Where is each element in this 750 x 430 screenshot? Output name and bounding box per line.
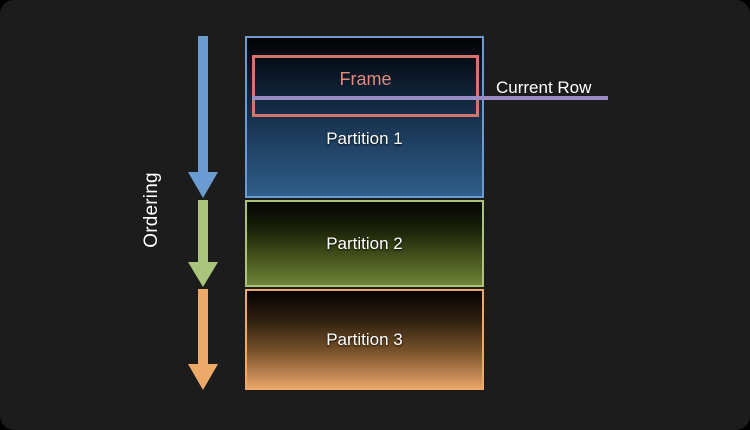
arrow-shaft: [198, 36, 208, 174]
ordering-arrow-orange-icon: [188, 289, 218, 390]
ordering-arrow-green-icon: [188, 200, 218, 287]
partition-1-box: Partition 1: [245, 36, 484, 198]
arrow-head: [188, 364, 218, 390]
frame-label: Frame: [339, 69, 392, 89]
arrow-shaft: [198, 200, 208, 264]
partition-2-box: Partition 2: [245, 200, 484, 287]
arrow-head: [188, 262, 218, 287]
partition-3-box: Partition 3: [245, 289, 484, 390]
frame-box: Frame: [252, 55, 479, 117]
partition-1-label: Partition 1: [326, 129, 403, 148]
partition-2-label: Partition 2: [326, 233, 403, 253]
ordering-axis-label: Ordering: [141, 172, 162, 248]
current-row-line: [252, 96, 608, 100]
arrow-shaft: [198, 289, 208, 366]
current-row-label: Current Row: [496, 78, 592, 97]
partition-3-label: Partition 3: [326, 329, 403, 349]
ordering-arrow-blue-icon: [188, 36, 218, 198]
arrow-head: [188, 172, 218, 198]
